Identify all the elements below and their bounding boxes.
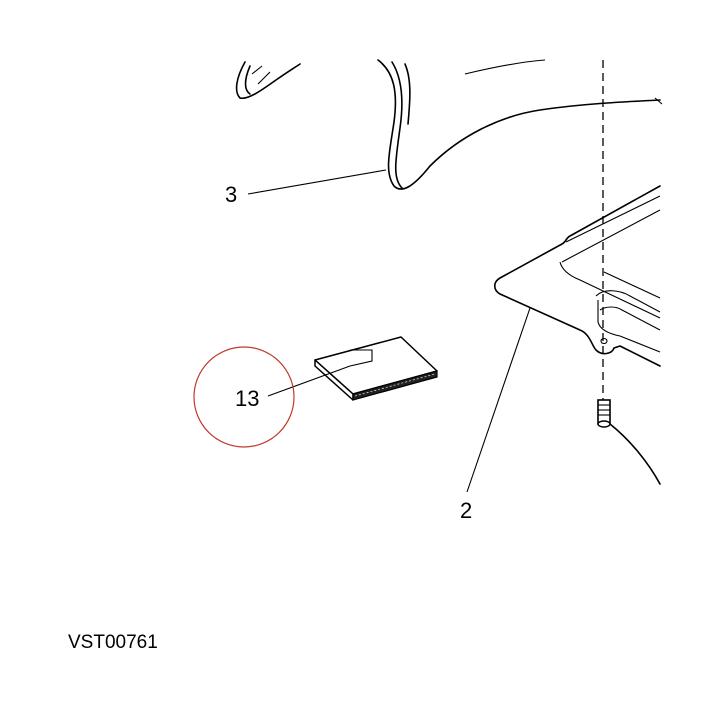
part-2-base-plate xyxy=(493,185,661,367)
leader-line-3 xyxy=(247,169,387,195)
highlight-circle xyxy=(193,346,295,448)
callout-13: 13 xyxy=(235,386,259,411)
part-13-pad xyxy=(314,336,438,401)
callout-3: 3 xyxy=(225,182,237,207)
part-3-trim-panel xyxy=(235,59,663,190)
leader-line-13 xyxy=(267,349,373,397)
fastener-bolt xyxy=(597,399,661,485)
callout-2: 2 xyxy=(460,498,472,523)
leader-line-2 xyxy=(466,307,531,493)
figure-code: VST00761 xyxy=(68,632,158,653)
